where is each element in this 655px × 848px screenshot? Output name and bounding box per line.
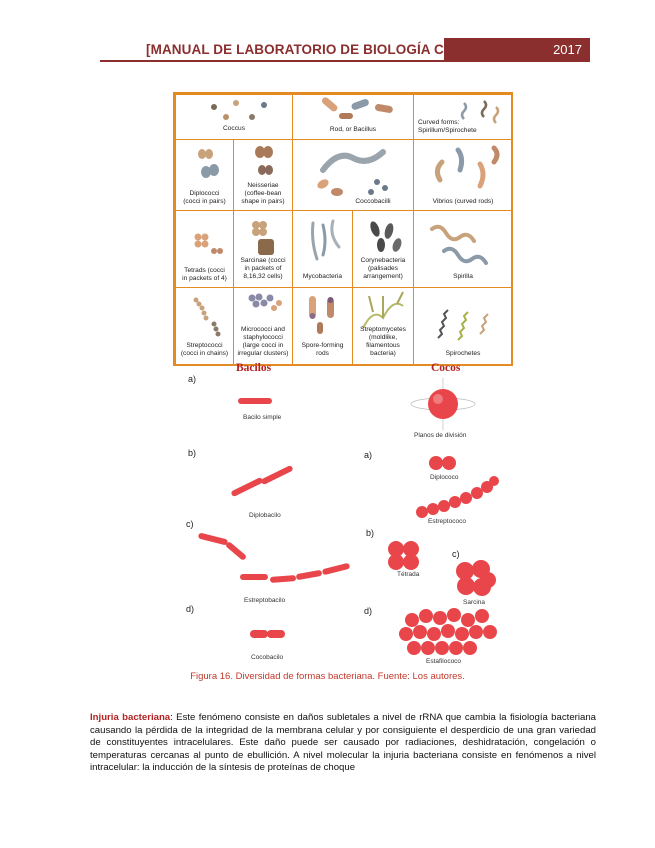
bacilos-a-label: a) — [188, 374, 196, 384]
cell-tetrads: Tetrads (cocci in packets of 4) — [175, 210, 234, 288]
bacilo-simple-label: Bacilo simple — [243, 414, 281, 421]
label-corynebacteria-3: arrangement) — [353, 273, 413, 280]
morphology-grid: Coccus Rod, or Bacillus Curved forms: Sp… — [173, 92, 513, 366]
label-streptomycetes-2: (moldlike, — [353, 334, 413, 341]
cell-sarcinae: Sarcinae (cocci in packets of 8,16,32 ce… — [233, 210, 293, 288]
label-coccus: Coccus — [176, 125, 292, 132]
label-neisseriae-3: shape in pairs) — [234, 198, 292, 205]
cell-diplococci: Diplococci (cocci in pairs) — [175, 139, 234, 211]
label-streptomycetes-3: filamentous — [353, 342, 413, 349]
cell-corynebacteria: Corynebacteria (palisades arrangement) — [352, 210, 414, 288]
cell-mycobacteria: Mycobacteria — [292, 210, 353, 288]
label-spore-forming-1: Spore-forming — [293, 342, 352, 349]
cell-vibrios: Vibrios (curved rods) — [413, 139, 513, 211]
cell-spirochetes: Spirochetes — [413, 287, 513, 365]
paragraph-keyword: Injuria bacteriana — [90, 712, 170, 723]
label-micrococci-2: staphylococci — [234, 334, 292, 341]
label-streptococci-2: (cocci in chains) — [176, 350, 233, 357]
label-diplococci-1: Diplococci — [176, 190, 233, 197]
label-neisseriae-1: Neisseriae — [234, 182, 292, 189]
estreptococo-label: Estreptococo — [428, 518, 466, 525]
label-neisseriae-2: (coffee-bean — [234, 190, 292, 197]
bacilos-b-label: b) — [188, 448, 196, 458]
label-micrococci-1: Micrococci and — [234, 326, 292, 333]
figure-caption: Figura 16. Diversidad de formas bacteria… — [0, 671, 655, 682]
cell-neisseriae: Neisseriae (coffee-bean shape in pairs) — [233, 139, 293, 211]
estreptobacilo-figure — [196, 532, 356, 590]
bacilo-simple-figure — [236, 396, 276, 406]
planos-division-figure — [408, 376, 478, 432]
header-year: 2017 — [444, 38, 590, 62]
bacilos-d-label: d) — [186, 604, 194, 614]
cocos-d-label: d) — [364, 606, 372, 616]
page-header: [MANUAL DE LABORATORIO DE BIOLOGÍA CELUL… — [0, 38, 655, 62]
estafilococo-label: Estafilococo — [426, 658, 461, 665]
sarcina-label: Sarcina — [463, 599, 485, 606]
label-corynebacteria-2: (palisades — [353, 265, 413, 272]
cocos-a-label: a) — [364, 450, 372, 460]
estreptococo-figure — [414, 474, 500, 522]
cell-spirilla: Spirilla — [413, 210, 513, 288]
cell-streptomycetes: Streptomycetes (moldlike, filamentous ba… — [352, 287, 414, 365]
cell-micrococci: Micrococci and staphylococci (large cocc… — [233, 287, 293, 365]
cell-rod: Rod, or Bacillus — [292, 94, 414, 140]
label-spirilla: Spirilla — [414, 273, 512, 280]
diplococo-figure — [428, 455, 458, 471]
estreptobacilo-label: Estreptobacilo — [244, 597, 285, 604]
label-sarcinae-1: Sarcinae (cocci — [234, 257, 292, 264]
label-coccobacilli: Coccobacilli — [333, 198, 413, 205]
rod-illustration — [293, 95, 415, 141]
cocobacilo-figure — [248, 628, 288, 640]
bacilos-title: Bacilos — [236, 362, 271, 374]
label-tetrads-1: Tetrads (cocci — [176, 267, 233, 274]
cell-streptococci: Streptococci (cocci in chains) — [175, 287, 234, 365]
label-sarcinae-3: 8,16,32 cells) — [234, 273, 292, 280]
bacilos-c-label: c) — [186, 519, 194, 529]
cocos-title: Cocos — [431, 362, 460, 374]
label-tetrads-2: in packets of 4) — [176, 275, 233, 282]
cell-spore-forming: Spore-forming rods — [292, 287, 353, 365]
label-spore-forming-2: rods — [293, 350, 352, 357]
cocos-c-label: c) — [452, 549, 460, 559]
cocos-b-label: b) — [366, 528, 374, 538]
cell-coccobacilli: Coccobacilli — [292, 139, 414, 211]
label-streptomycetes-1: Streptomycetes — [353, 326, 413, 333]
label-micrococci-4: irregular clusters) — [234, 350, 292, 357]
tetrada-label: Tétrada — [397, 571, 419, 578]
diplobacilo-label: Diplobacilo — [249, 512, 281, 519]
label-corynebacteria-1: Corynebacteria — [353, 257, 413, 264]
label-rod: Rod, or Bacillus — [293, 126, 413, 133]
estafilococo-figure — [398, 606, 500, 658]
label-mycobacteria: Mycobacteria — [293, 273, 352, 280]
label-spirochetes: Spirochetes — [414, 350, 512, 357]
planos-division-label: Planos de división — [414, 432, 466, 439]
tetrada-figure — [386, 540, 422, 570]
label-curved-1: Curved forms: — [418, 119, 512, 126]
label-streptomycetes-4: bacteria) — [353, 350, 413, 357]
label-diplococci-2: (cocci in pairs) — [176, 198, 233, 205]
label-sarcinae-2: in packets of — [234, 265, 292, 272]
coccus-illustration — [176, 95, 294, 141]
body-paragraph: Injuria bacteriana: Este fenómeno consis… — [90, 712, 596, 775]
label-streptococci-1: Streptococci — [176, 342, 233, 349]
cell-coccus: Coccus — [175, 94, 293, 140]
cocobacilo-label: Cocobacilo — [251, 654, 283, 661]
label-vibrios: Vibrios (curved rods) — [414, 198, 512, 205]
label-micrococci-3: (large cocci in — [234, 342, 292, 349]
diplobacilo-figure — [228, 466, 298, 506]
label-curved-2: Spirillum/Spirochete — [418, 127, 512, 134]
cell-curved: Curved forms: Spirillum/Spirochete — [413, 94, 513, 140]
sarcina-figure — [455, 560, 499, 598]
